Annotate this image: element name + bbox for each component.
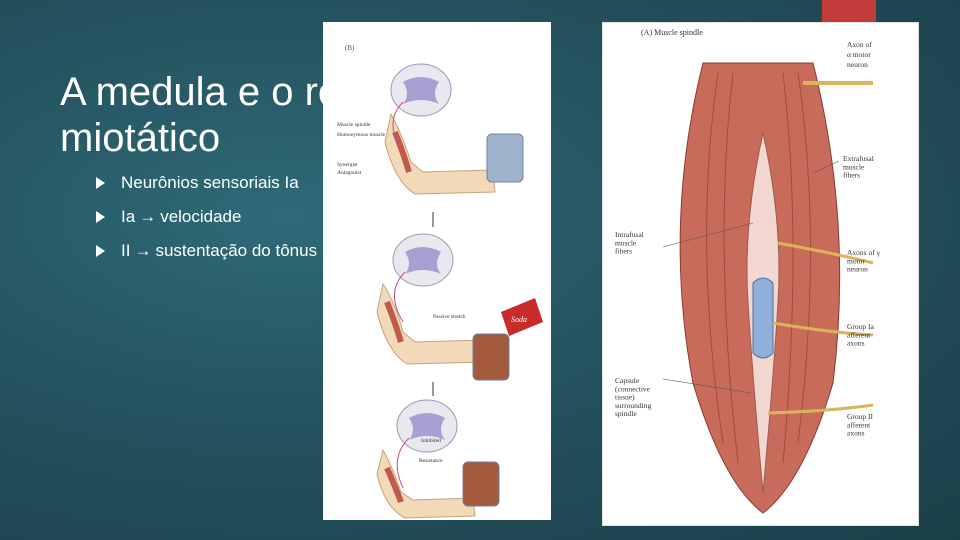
- muscle-spindle-illustration: (A) Muscle spindle Axon of α motor neuro…: [603, 23, 918, 525]
- label-axon-alpha-3: neuron: [847, 60, 868, 69]
- bullet-item: II→sustentação do tônus: [96, 234, 317, 268]
- label-antagonist: Antagonist: [337, 170, 362, 176]
- arm-middle: Soda: [377, 284, 543, 380]
- bullet-item: Neurônios sensoriais Ia: [96, 166, 317, 200]
- arm-top: [385, 114, 523, 194]
- triangle-bullet-icon: [96, 211, 105, 223]
- reflex-figure: (B) Soda: [323, 22, 551, 520]
- label-homonymous: Homonymous muscle: [337, 132, 386, 138]
- bullet-term: II: [121, 241, 130, 260]
- spinal-cord-bottom: [397, 400, 457, 452]
- label-axon-alpha-1: Axon of: [847, 40, 872, 49]
- spinal-cord-top: [391, 64, 451, 116]
- bullet-text: Ia→velocidade: [121, 207, 241, 227]
- bullet-term: Ia: [121, 207, 135, 226]
- bullet-text: II→sustentação do tônus: [121, 241, 317, 261]
- arrow-right-icon: →: [139, 207, 156, 226]
- label-passive-stretch: Passive stretch: [433, 314, 466, 320]
- bullet-text: Neurônios sensoriais Ia: [121, 173, 299, 193]
- label-inhibited: Inhibited: [421, 438, 441, 444]
- spinal-cord-middle: [393, 234, 453, 286]
- bullet-item: Ia→velocidade: [96, 200, 317, 234]
- bullet-desc: velocidade: [160, 207, 241, 226]
- cup-bottom: [463, 462, 499, 506]
- reflex-illustration: (B) Soda: [323, 22, 551, 520]
- label-muscle-spindle: Muscle spindle: [337, 122, 371, 128]
- arrow-right-icon: →: [134, 241, 151, 260]
- label-resistance: Resistance: [419, 458, 443, 464]
- triangle-bullet-icon: [96, 177, 105, 189]
- bullet-desc: sustentação do tônus: [155, 241, 317, 260]
- cup-middle: [473, 334, 509, 380]
- cup-top: [487, 134, 523, 182]
- panel-label: (B): [345, 44, 355, 52]
- label-synergist: Synergist: [337, 162, 358, 168]
- triangle-bullet-icon: [96, 245, 105, 257]
- soda-label: Soda: [511, 315, 527, 324]
- label-axon-alpha-2: α motor: [847, 50, 871, 59]
- afferent-coil: [753, 278, 773, 358]
- panel-title: (A) Muscle spindle: [641, 28, 703, 37]
- bullet-list: Neurônios sensoriais Ia Ia→velocidade II…: [96, 166, 317, 268]
- muscle-spindle-figure: (A) Muscle spindle Axon of α motor neuro…: [602, 22, 919, 526]
- accent-bar: [822, 0, 876, 22]
